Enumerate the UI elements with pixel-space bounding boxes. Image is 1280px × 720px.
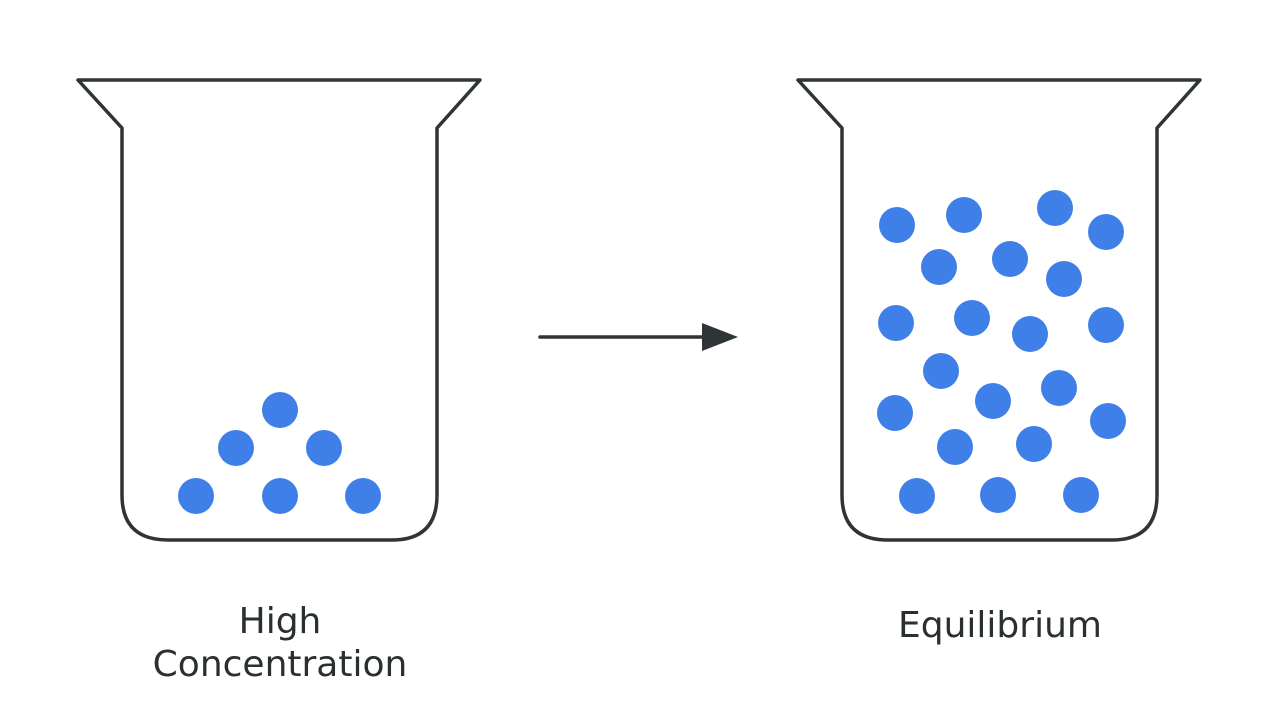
right-beaker-particle [975, 383, 1011, 419]
left-beaker-outline [76, 78, 482, 542]
right-beaker-particles [877, 190, 1126, 514]
right-beaker-particle [879, 207, 915, 243]
right-beaker-particle [980, 477, 1016, 513]
right-beaker-particle [878, 305, 914, 341]
right-beaker [796, 78, 1202, 542]
right-beaker-particle [992, 241, 1028, 277]
right-beaker-particle [899, 478, 935, 514]
process-arrow [538, 323, 738, 351]
right-beaker-particle [921, 249, 957, 285]
right-beaker-particle [1046, 261, 1082, 297]
right-beaker-particle [1037, 190, 1073, 226]
right-beaker-outline [796, 78, 1202, 542]
left-beaker-particle [262, 478, 298, 514]
caption-line-concentration: Concentration [152, 644, 408, 685]
left-beaker-particle [306, 430, 342, 466]
left-beaker-particle [218, 430, 254, 466]
right-beaker-particle [1012, 316, 1048, 352]
right-beaker-particle [1088, 214, 1124, 250]
right-beaker-particle [937, 429, 973, 465]
right-beaker-particle [1088, 307, 1124, 343]
left-beaker-particles [178, 392, 381, 514]
right-beaker-particle [877, 395, 913, 431]
caption-line-high: High [238, 601, 322, 642]
caption-line-equilibrium: Equilibrium [898, 605, 1102, 646]
right-beaker-particle [1063, 477, 1099, 513]
right-beaker-particle [954, 300, 990, 336]
right-beaker-particle [946, 197, 982, 233]
arrow-head [702, 323, 738, 351]
left-beaker [76, 78, 482, 542]
left-beaker-particle [345, 478, 381, 514]
left-beaker-caption: High Concentration [130, 600, 430, 686]
left-beaker-particle [178, 478, 214, 514]
right-beaker-particle [1041, 370, 1077, 406]
right-beaker-particle [923, 353, 959, 389]
left-beaker-particle [262, 392, 298, 428]
right-beaker-particle [1090, 403, 1126, 439]
right-beaker-caption: Equilibrium [850, 604, 1150, 647]
right-beaker-particle [1016, 426, 1052, 462]
